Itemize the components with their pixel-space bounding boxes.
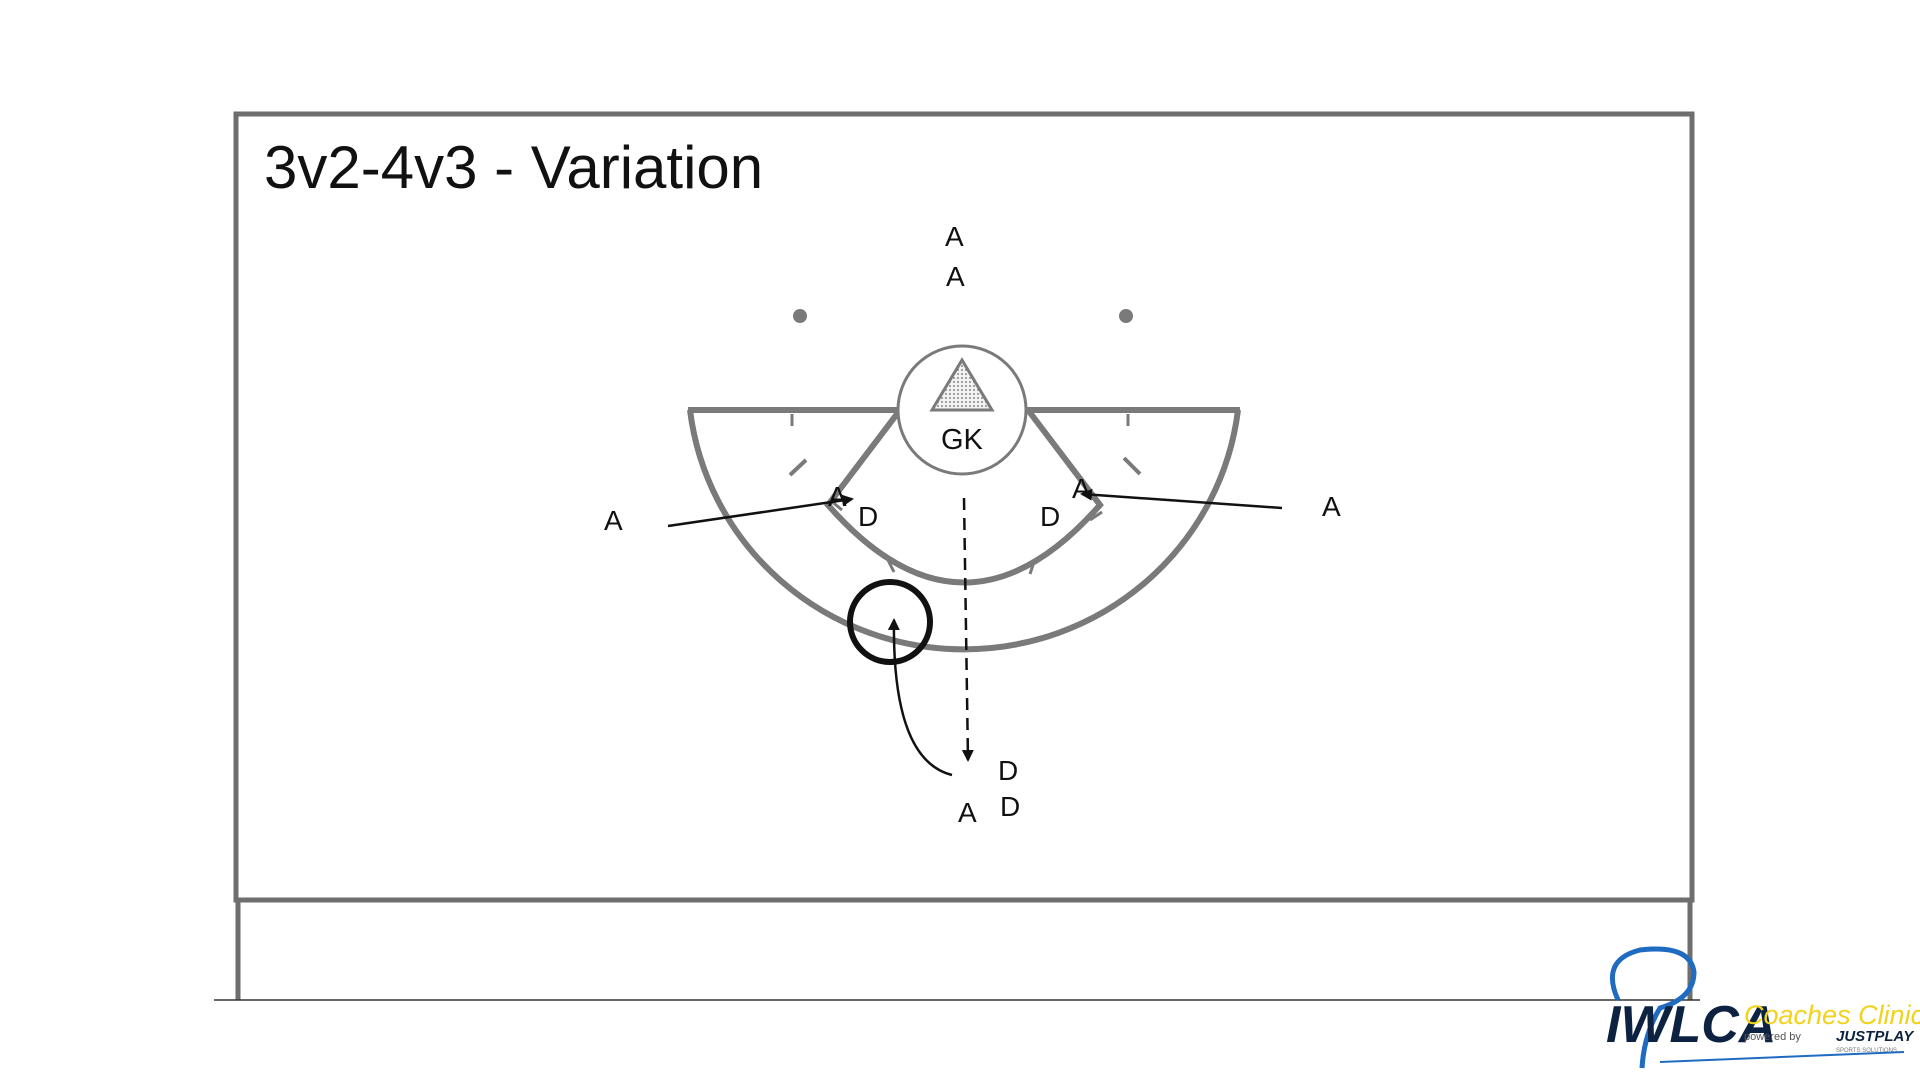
player-attacker: A bbox=[828, 481, 847, 512]
goal: GK bbox=[896, 344, 1028, 476]
player-attacker: A bbox=[946, 261, 965, 292]
movement-lines bbox=[667, 488, 1283, 777]
eight-meter-arc bbox=[824, 408, 1104, 586]
players: A A A A A A D D D D A bbox=[604, 221, 1341, 828]
cut-curve-line bbox=[887, 618, 953, 777]
logo-sub-text: Coaches Clinic bbox=[1744, 1000, 1920, 1030]
restraining-dot-left bbox=[793, 309, 807, 323]
goal-cage bbox=[929, 357, 995, 412]
player-defender: D bbox=[1000, 791, 1020, 822]
hash-mark-right-arc-2 bbox=[1089, 510, 1103, 522]
hash-mark-right-diag bbox=[1122, 456, 1142, 476]
goalkeeper-label: GK bbox=[941, 424, 984, 456]
player-attacker: A bbox=[1072, 473, 1091, 504]
player-defender: D bbox=[1040, 501, 1060, 532]
dodge-dashed-line bbox=[961, 497, 974, 762]
logo-main-text: IWLCA bbox=[1606, 996, 1776, 1054]
field bbox=[214, 111, 1700, 1001]
logo-underline bbox=[1659, 1051, 1905, 1063]
hash-mark-right-arc-1 bbox=[1028, 561, 1036, 575]
player-defender: D bbox=[858, 501, 878, 532]
player-attacker: A bbox=[604, 505, 623, 536]
logo-brand-sub: SPORTS SOLUTIONS bbox=[1836, 1048, 1897, 1054]
logo-powered-by: powered by bbox=[1744, 1031, 1801, 1043]
fan-arc bbox=[687, 409, 1241, 653]
iwlca-logo: IWLCA Coaches Clinic powered by JUSTPLAY… bbox=[1606, 946, 1920, 1069]
player-attacker: A bbox=[958, 797, 977, 828]
pass-right-wing-line bbox=[1080, 488, 1283, 510]
ball-carrier-circle bbox=[847, 579, 933, 665]
hash-mark-left-arc-2 bbox=[886, 559, 896, 573]
hash-mark-left-diag bbox=[788, 458, 808, 477]
diagram-title: 3v2-4v3 - Variation bbox=[264, 134, 763, 201]
lacrosse-stick-icon bbox=[1609, 946, 1697, 1069]
logo-brand: JUSTPLAY bbox=[1836, 1028, 1915, 1045]
player-defender: D bbox=[998, 755, 1018, 786]
pass-left-wing-line bbox=[667, 494, 854, 528]
player-attacker: A bbox=[945, 221, 964, 252]
restraining-dot-right bbox=[1119, 309, 1133, 323]
player-attacker: A bbox=[1322, 491, 1341, 522]
